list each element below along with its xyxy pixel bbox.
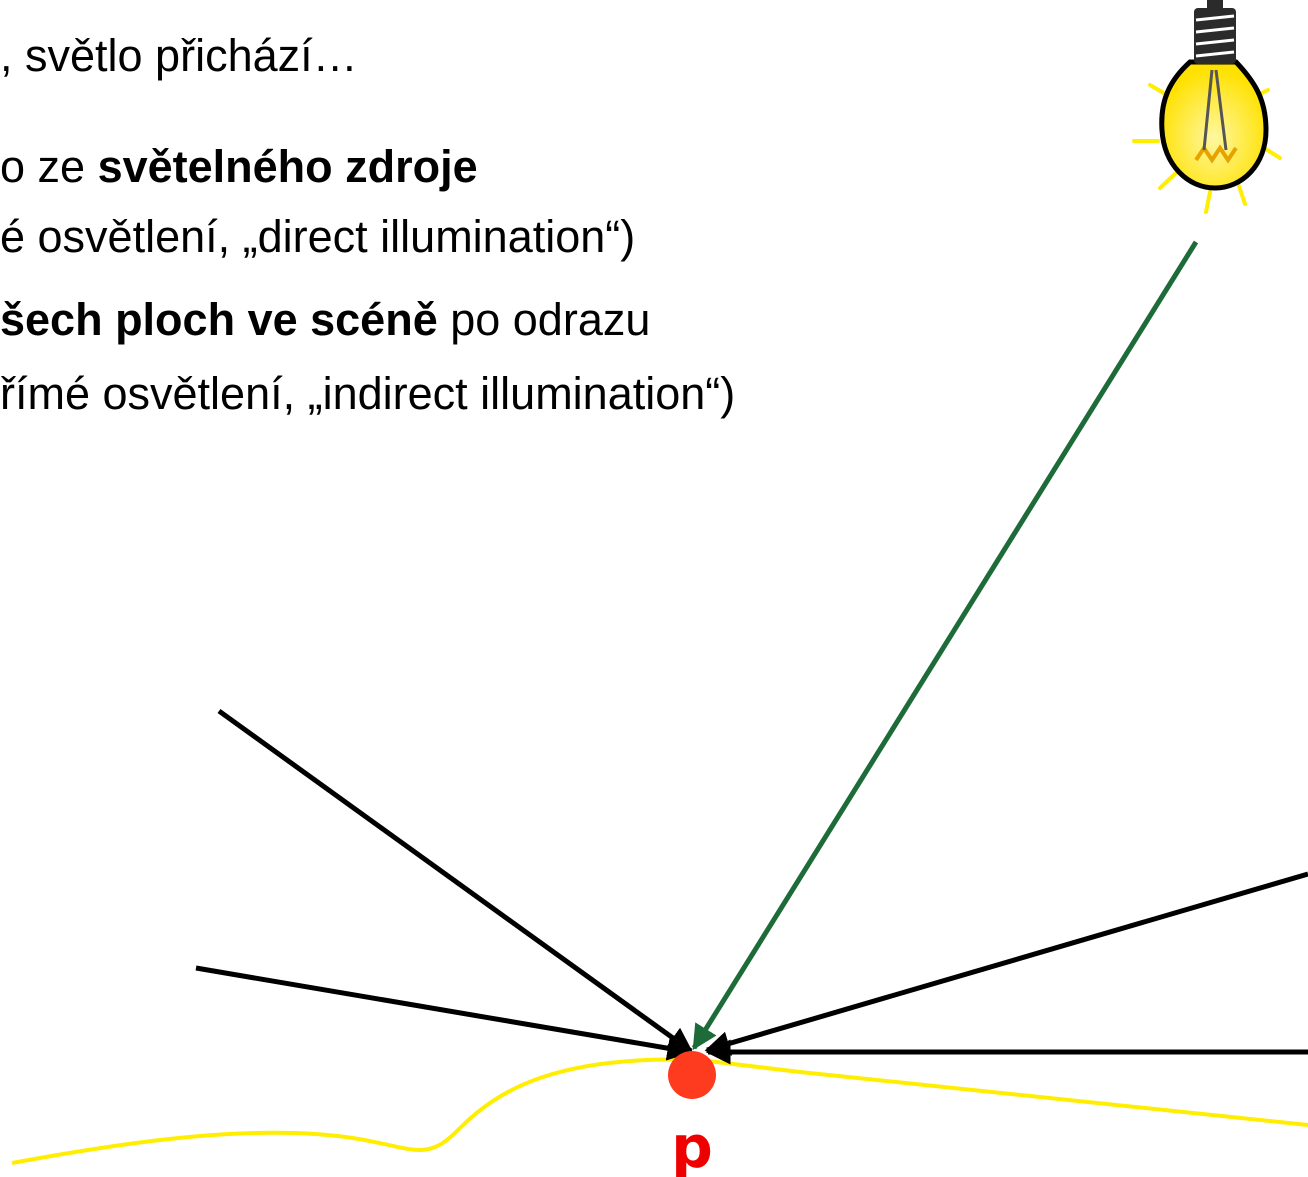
point-label: p [671,1113,713,1177]
emphasis-light-source: světelného zdroje [97,141,478,192]
indirect-ray-upper-right [704,871,1308,1056]
point-p [668,1051,716,1099]
bullet-indirect-source: šech ploch ve scéně po odrazu [0,294,651,345]
indirect-ray-lower-left [195,965,693,1061]
bullet-direct-note: é osvětlení, „direct illumination“) [0,211,636,262]
direct-ray [691,240,1199,1051]
indirect-ray-upper-left [217,708,694,1054]
bullet-indirect-note: římé osvětlení, „indirect illumination“) [0,368,736,419]
light-bulb-icon [1132,0,1282,214]
emphasis-scene-surfaces: šech ploch ve scéně [0,294,438,345]
intro-line: , světlo přichází… [0,30,358,81]
bullet-direct-source: o ze světelného zdroje [0,141,478,192]
surface-curve [11,1057,1308,1165]
